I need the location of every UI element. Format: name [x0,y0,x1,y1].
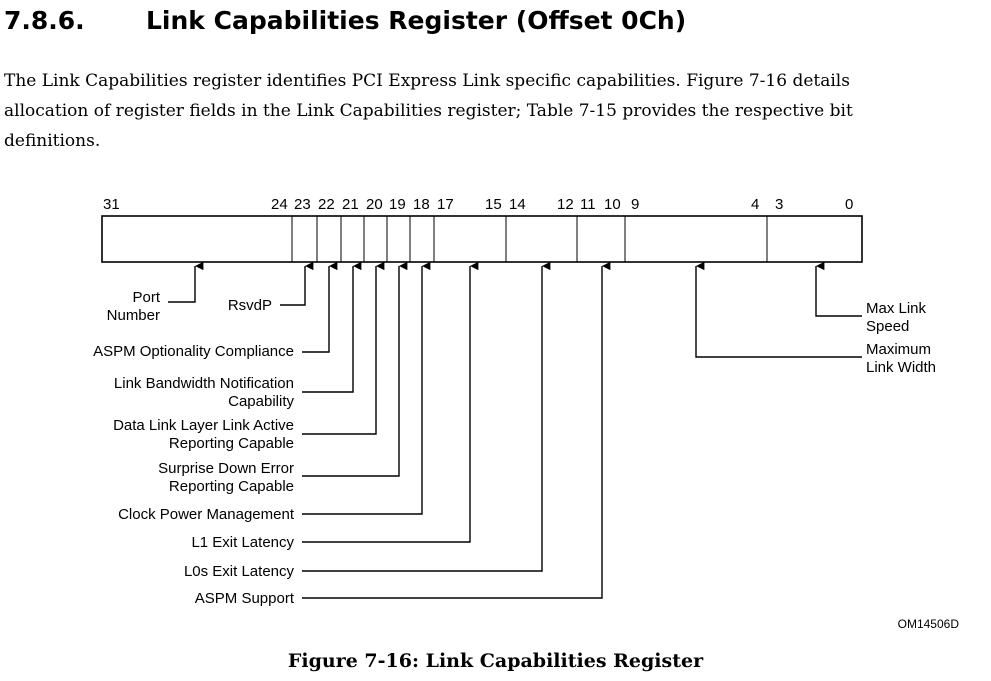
bit-label-31: 31 [103,196,120,213]
dll-active-label-1: Data Link Layer Link Active [113,417,294,434]
aspm-support-label: ASPM Support [195,590,295,607]
max-link-speed-label-2: Speed [866,318,909,335]
max-link-width-leader [695,261,862,358]
aspm-optionality-label: ASPM Optionality Compliance [93,343,294,360]
bit-label-17: 17 [437,196,454,213]
intro-paragraph: The Link Capabilities register identifie… [4,66,990,156]
intro-line-3: definitions. [4,131,101,151]
figure-caption: Figure 7-16: Link Capabilities Register [287,650,704,672]
register-box [101,215,863,263]
intro-line-2: allocation of register fields in the Lin… [4,101,853,121]
section-heading: 7.8.6. Link Capabilities Register (Offset… [4,3,686,39]
dll-active-leader [302,261,385,435]
section-title: Link Capabilities Register (Offset 0Ch) [146,6,687,35]
surprise-down-label-2: Reporting Capable [169,478,294,495]
clock-pm-leader [302,261,431,515]
bit-label-24: 24 [271,196,288,213]
l1-exit-label: L1 Exit Latency [191,534,294,551]
link-bw-leader [302,261,362,393]
bit-label-23: 23 [294,196,311,213]
l0s-exit-leader [302,261,551,572]
rsvdp-leader [280,261,314,306]
bit-label-19: 19 [389,196,406,213]
aspm-optionality-leader [302,261,338,353]
clock-pm-label: Clock Power Management [118,506,295,523]
bit-label-15: 15 [485,196,502,213]
bit-label-21: 21 [342,196,359,213]
bit-label-0: 0 [845,196,853,213]
section-number: 7.8.6. [4,6,85,35]
dll-active-label-2: Reporting Capable [169,435,294,452]
l1-exit-leader [302,261,479,543]
bit-label-3: 3 [775,196,783,213]
surprise-down-leader [302,261,408,477]
max-link-width-label-2: Link Width [866,359,936,376]
port-number-label-2: Number [107,307,160,324]
figure-code: OM14506D [898,617,960,631]
max-link-width-label-1: Maximum [866,341,931,358]
bit-label-20: 20 [366,196,383,213]
rsvdp-label: RsvdP [228,297,272,314]
max-link-speed-leader [815,261,862,317]
link-bw-label-2: Capability [228,393,294,410]
l0s-exit-label: L0s Exit Latency [184,563,295,580]
bit-label-9: 9 [631,196,639,213]
intro-line-1: The Link Capabilities register identifie… [4,71,850,91]
bit-label-4: 4 [751,196,759,213]
bit-label-11: 11 [580,196,596,213]
bit-labels: 31 24 23 22 21 20 19 18 17 15 14 12 11 1… [103,196,853,213]
link-bw-label-1: Link Bandwidth Notification [114,375,294,392]
bit-label-22: 22 [318,196,335,213]
bit-label-10: 10 [604,196,621,213]
bit-label-18: 18 [413,196,430,213]
leader-lines [168,261,862,599]
bit-label-12: 12 [557,196,574,213]
field-labels: Port Number RsvdP ASPM Optionality Compl… [93,289,936,607]
port-number-leader [168,261,204,303]
port-number-label-1: Port [132,289,160,306]
surprise-down-label-1: Surprise Down Error [158,460,294,477]
max-link-speed-label-1: Max Link [866,300,927,317]
field-dividers [291,216,768,262]
bit-label-14: 14 [509,196,526,213]
aspm-support-leader [302,261,611,599]
